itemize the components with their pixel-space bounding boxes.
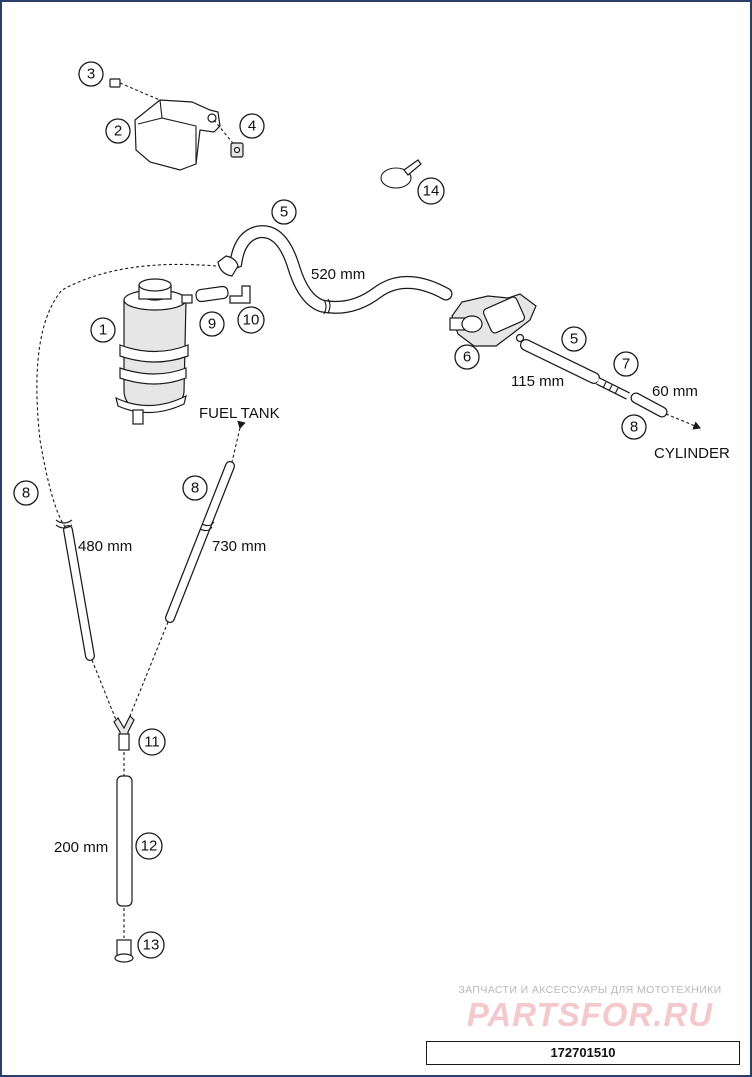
cylinder-label: CYLINDER: [654, 445, 730, 462]
cap-part-13: [114, 939, 134, 963]
svg-text:5: 5: [280, 204, 288, 221]
length-label-520: 520 mm: [311, 266, 365, 283]
canister-part-1: [115, 278, 193, 425]
svg-text:7: 7: [622, 356, 630, 373]
hose-part-5-520mm: [217, 225, 453, 315]
hose-part-8-480mm: [55, 519, 117, 721]
watermark-tagline: ЗАПЧАСТИ И АКСЕССУАРЫ ДЛЯ МОТОТЕХНИКИ: [458, 984, 722, 996]
clip-part-4: [230, 142, 244, 158]
callout-6: 6: [454, 344, 480, 370]
length-label-200: 200 mm: [54, 839, 108, 856]
length-label-60: 60 mm: [652, 383, 698, 400]
callout-5-upper: 5: [271, 199, 297, 225]
svg-text:2: 2: [114, 123, 122, 140]
callout-3: 3: [78, 61, 104, 87]
callout-10: 10: [237, 306, 265, 334]
callout-8-center: 8: [182, 475, 208, 501]
hose-part-8-730mm: [129, 420, 246, 717]
y-fitting-part-11: [113, 714, 135, 751]
connector-part-7: [596, 377, 630, 400]
svg-text:4: 4: [248, 118, 256, 135]
callout-7: 7: [613, 351, 639, 377]
svg-text:1: 1: [99, 322, 107, 339]
callout-11: 11: [138, 728, 166, 756]
cable-tie-part-14: [380, 159, 422, 189]
callout-5-lower: 5: [561, 326, 587, 352]
reference-number-box: 172701510: [426, 1041, 740, 1065]
callout-2: 2: [105, 118, 131, 144]
svg-text:10: 10: [243, 312, 260, 329]
hose-part-5-115mm: [520, 339, 600, 384]
callout-14: 14: [417, 177, 445, 205]
svg-text:13: 13: [143, 937, 160, 954]
hose-part-8-60mm: [630, 392, 702, 430]
svg-text:8: 8: [630, 419, 638, 436]
svg-text:6: 6: [463, 349, 471, 366]
length-label-115: 115 mm: [511, 373, 564, 390]
svg-text:9: 9: [208, 316, 216, 333]
callout-8-right: 8: [621, 414, 647, 440]
elbow-fitting-part-10: [229, 285, 251, 304]
hose-part-9: [195, 285, 229, 303]
svg-text:14: 14: [423, 183, 440, 200]
watermark-logo: PARTSFOR.RU: [466, 996, 714, 1033]
bracket-part-2: [134, 99, 237, 171]
valve-part-6: [449, 293, 537, 347]
callout-1: 1: [90, 317, 116, 343]
svg-text:11: 11: [144, 734, 160, 751]
callout-4: 4: [239, 113, 265, 139]
svg-text:8: 8: [22, 485, 30, 502]
routing-line-left: [36, 263, 217, 529]
length-label-730: 730 mm: [212, 538, 266, 555]
svg-text:12: 12: [141, 838, 158, 855]
fuel-tank-label: FUEL TANK: [199, 405, 280, 422]
svg-text:8: 8: [191, 480, 199, 497]
callout-13: 13: [137, 931, 165, 959]
length-label-480: 480 mm: [78, 538, 132, 555]
callout-9: 9: [199, 311, 225, 337]
callout-8-left: 8: [13, 480, 39, 506]
screw-part-3: [109, 78, 163, 102]
svg-text:5: 5: [570, 331, 578, 348]
hose-part-12-200mm: [116, 752, 133, 938]
svg-text:3: 3: [87, 66, 95, 83]
callout-12: 12: [135, 832, 163, 860]
